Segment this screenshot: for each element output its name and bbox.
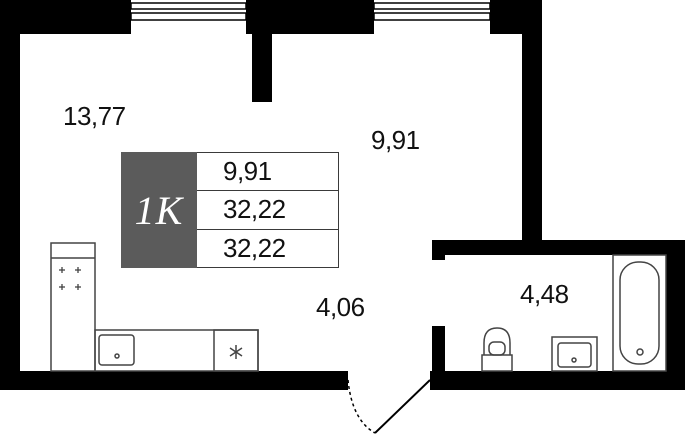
windows [130,0,491,34]
summary-row-living-area: 9,91 [223,156,272,187]
stove-burners-icon [59,267,81,290]
walls [0,0,685,390]
asterisk-icon [213,329,259,372]
bathtub-icon [612,254,667,372]
door-swing-icon [347,379,431,434]
sink-icon [98,334,135,366]
summary-row-total-area-with-balcony: 32,22 [197,228,338,267]
kitchen-counter [50,242,259,372]
washbasin-icon [551,336,598,372]
summary-row-total-area: 32,22 [197,190,338,228]
room-area-hall: 4,06 [316,292,365,322]
toilet-icon [481,327,513,372]
room-area-bathroom: 4,48 [520,279,569,309]
apartment-type-badge: 1K [121,152,197,268]
room-area-living: 13,77 [63,101,126,131]
room-area-bedroom: 9,91 [371,125,420,155]
area-summary-table: 9,91 32,22 32,22 [197,152,339,268]
